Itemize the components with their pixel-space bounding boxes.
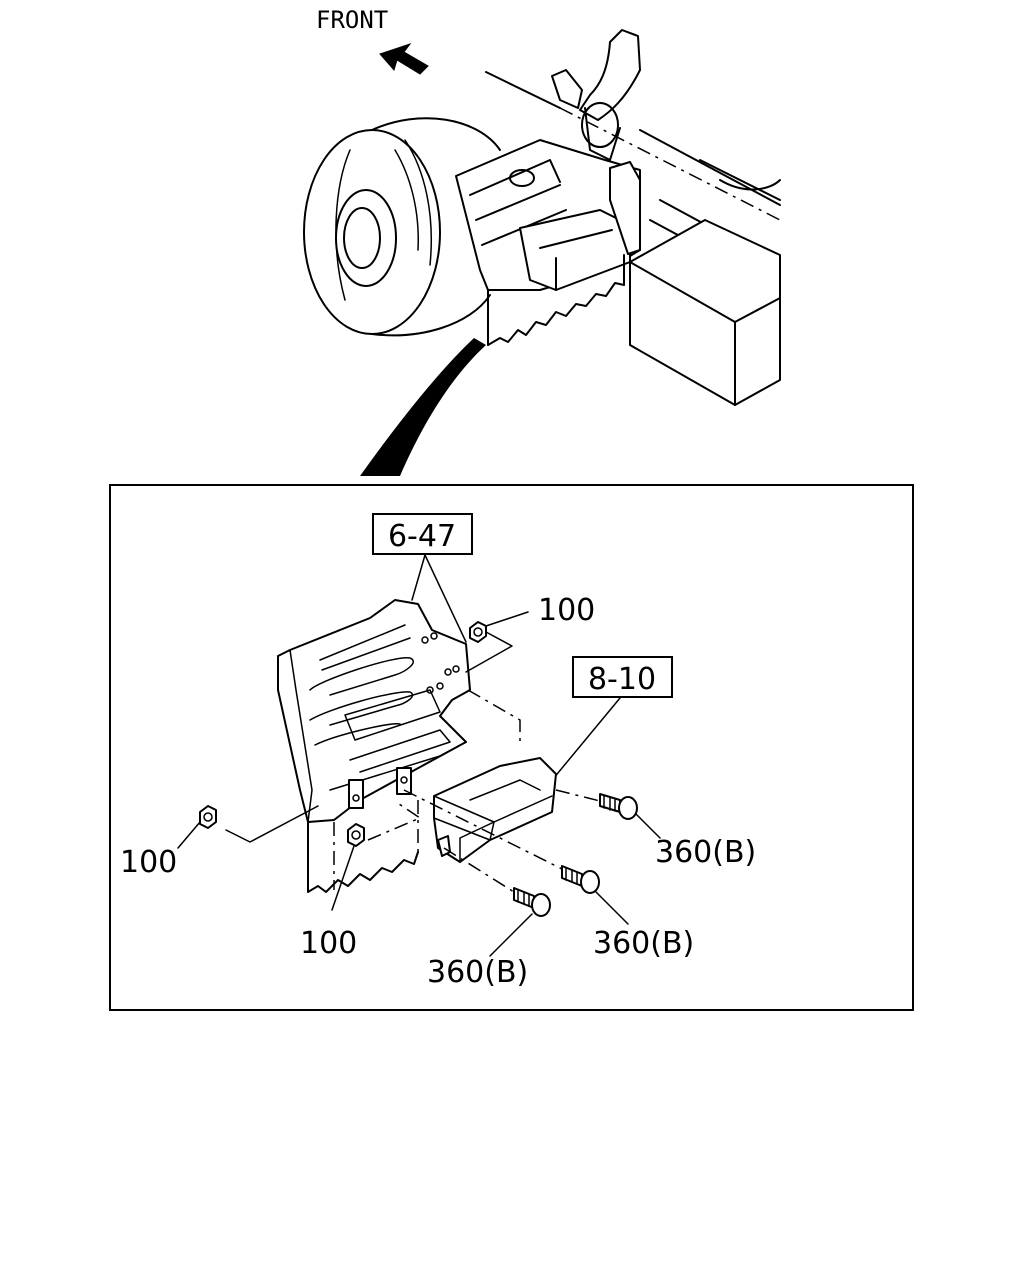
vehicle-overview (303, 29, 781, 476)
callout-6-47: 6-47 (372, 513, 473, 643)
nut-left (177, 805, 319, 849)
bolt-right (599, 793, 661, 839)
front-label: FRONT (316, 6, 388, 34)
nut-top-label: 100 (538, 593, 595, 628)
leader-dash-5 (367, 801, 422, 841)
bracket-ref-label: 6-47 (388, 519, 456, 554)
module-ref-label: 8-10 (588, 662, 656, 697)
battery-box (629, 219, 781, 406)
arrow-up-left-icon (379, 43, 429, 75)
module-detail (433, 757, 557, 863)
leader-dash-2 (555, 789, 605, 803)
break-line (307, 821, 419, 893)
leader-dash-1 (467, 689, 521, 745)
leader-dash-3 (403, 789, 569, 873)
bolt-mid-label: 360(B) (593, 926, 694, 961)
bolt-bottom (489, 887, 551, 957)
bolt-right-label: 360(B) (655, 835, 756, 870)
tire-illustration (303, 117, 501, 337)
bracket-assembly-overview (455, 139, 641, 346)
callout-8-10: 8-10 (547, 656, 673, 786)
nut-left-label: 100 (120, 845, 177, 880)
nut-top (465, 611, 529, 673)
bolt-mid (561, 865, 629, 925)
detail-frame (109, 484, 914, 1011)
nut-bottom (331, 823, 365, 911)
bolt-bottom-label: 360(B) (427, 955, 528, 990)
upper-hanger (551, 29, 641, 161)
detail-pointer (360, 338, 486, 476)
leader-dash-4 (443, 847, 515, 893)
bracket-detail (277, 599, 471, 823)
nut-bottom-label: 100 (300, 926, 357, 961)
